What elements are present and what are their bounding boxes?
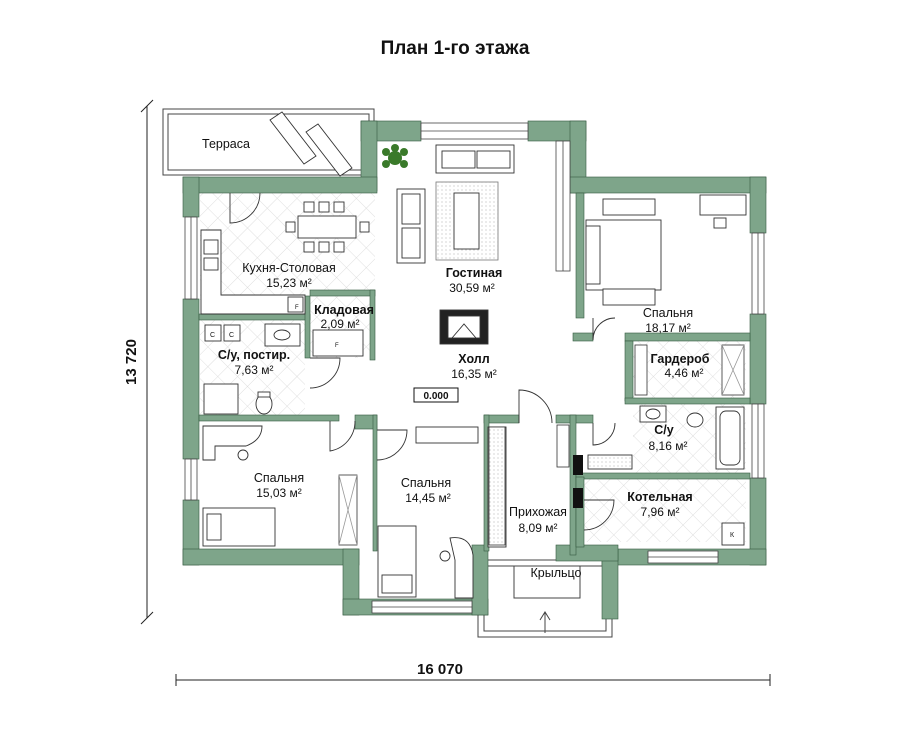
room-area-hall: 16,35 м²	[451, 367, 497, 381]
room-name-living: Гостиная	[446, 266, 503, 280]
plant-icon	[382, 144, 408, 168]
room-name-kitchen: Кухня-Столовая	[242, 261, 336, 275]
hall-wardrobe	[488, 426, 506, 546]
bed-icon-3	[585, 194, 747, 306]
wardrobe-shelves	[634, 344, 745, 396]
laundry-fixtures	[203, 323, 301, 415]
fireplace-icon	[439, 309, 489, 345]
room-area-kitchen: 15,23 м²	[266, 276, 312, 290]
fridge-label: F	[295, 305, 299, 311]
room-area-bedroom-middle: 14,45 м²	[405, 491, 451, 505]
wardrobe-icon	[338, 474, 358, 546]
height-dimension: 13 720	[123, 339, 140, 385]
dryer-label: C	[229, 332, 234, 339]
room-name-laundry: С/у, постир.	[218, 348, 290, 362]
room-area-bathroom: 8,16 м²	[649, 439, 688, 453]
room-area-bedroom-right: 18,17 м²	[645, 321, 691, 335]
room-name-bedroom-left: Спальня	[254, 471, 304, 485]
room-name-pantry: Кладовая	[314, 303, 374, 317]
room-area-wardrobe: 4,46 м²	[665, 366, 704, 380]
room-name-hall: Холл	[458, 352, 489, 366]
dimension-lines	[140, 99, 771, 686]
level-mark: 0.000	[423, 391, 448, 402]
room-area-living: 30,59 м²	[449, 281, 495, 295]
pantry-appliance-label: F	[335, 343, 339, 349]
walls	[182, 120, 767, 620]
room-area-bedroom-left: 15,03 м²	[256, 486, 302, 500]
room-name-entry: Прихожая	[509, 505, 567, 519]
dining-table-icon	[285, 201, 370, 253]
room-name-wardrobe: Гардероб	[650, 352, 709, 366]
hall-bench	[556, 424, 570, 468]
room-labels: Терраса Кухня-Столовая 15,23 м² Кладовая…	[202, 137, 710, 580]
room-area-entry: 8,09 м²	[519, 521, 558, 535]
door-jambs	[573, 455, 583, 508]
coffee-table-icon	[453, 192, 480, 250]
sofa-icon	[396, 144, 515, 264]
room-area-laundry: 7,63 м²	[235, 363, 274, 377]
boiler-icon	[721, 522, 745, 546]
boiler-label: К	[730, 532, 735, 539]
room-name-bathroom: С/у	[654, 423, 674, 437]
windows	[184, 122, 765, 614]
width-dimension: 16 070	[417, 661, 463, 678]
level-mark-box	[413, 387, 459, 403]
lounger-icon	[269, 111, 353, 177]
kitchen-counter	[200, 229, 306, 315]
doors	[229, 192, 616, 531]
room-name-bedroom-right: Спальня	[643, 306, 693, 320]
room-name-bedroom-middle: Спальня	[401, 476, 451, 490]
bed-icon	[202, 425, 276, 547]
plan-title: План 1-го этажа	[380, 38, 530, 59]
room-area-boiler: 7,96 м²	[641, 505, 680, 519]
room-area-pantry: 2,09 м²	[321, 317, 360, 331]
room-name-porch: Крыльцо	[531, 566, 582, 580]
room-name-boiler: Котельная	[627, 490, 692, 504]
washer-label: C	[210, 332, 215, 339]
pantry-appliance	[312, 329, 364, 357]
bath-fixtures	[587, 405, 745, 470]
room-name-terrace: Терраса	[202, 137, 250, 151]
